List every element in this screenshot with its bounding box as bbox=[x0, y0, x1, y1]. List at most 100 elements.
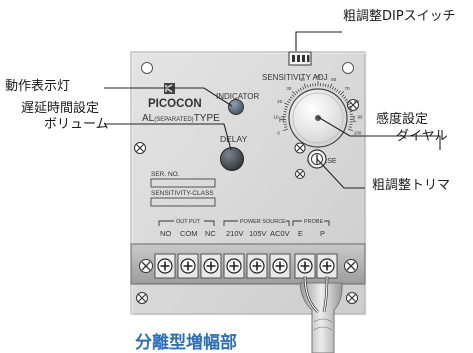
dial-scale-label: 30 bbox=[286, 86, 292, 91]
screw-icon bbox=[294, 142, 306, 154]
type-text: AL(SEPARATED)TYPE bbox=[142, 113, 220, 124]
dial-tick bbox=[339, 91, 344, 96]
dial-tick bbox=[283, 128, 289, 131]
dial-tick bbox=[347, 128, 353, 131]
dial-tick bbox=[348, 108, 352, 110]
dial-scale-label: 0 bbox=[277, 130, 280, 135]
group-power-text: POWER SOURCE bbox=[240, 219, 286, 225]
dial-scale-label: 100 bbox=[354, 130, 362, 135]
dial-scale-label: 50 bbox=[315, 74, 321, 79]
dial-scale-label: 90 bbox=[357, 115, 363, 120]
dial-scale-label: 40 bbox=[300, 77, 306, 82]
terminal-screw-2[interactable] bbox=[177, 253, 199, 279]
dial-tick bbox=[336, 89, 339, 93]
dial-tick bbox=[302, 86, 305, 90]
sensitivity-adj-text: SENSITIVITY ADJ bbox=[262, 73, 328, 82]
dial-tick bbox=[303, 83, 307, 89]
sensitivity-dial[interactable]: 0 10 20 30 40 50 60 70 80 90 100 H L bbox=[274, 74, 363, 148]
dial-tick bbox=[341, 94, 345, 98]
screw-icon bbox=[139, 259, 153, 273]
dial-tick bbox=[295, 90, 298, 94]
dial-tick bbox=[345, 101, 349, 104]
terminal-screw-8[interactable] bbox=[316, 253, 338, 279]
callout-dip-switch: 粗調整DIPスイッチ bbox=[343, 9, 456, 24]
terminal-label-nc: NC bbox=[205, 229, 216, 238]
terminal-label-p: P bbox=[320, 229, 325, 238]
terminal-screw-7[interactable] bbox=[294, 253, 316, 279]
dial-tick bbox=[284, 108, 288, 110]
screw-icon bbox=[344, 259, 358, 273]
callout-sensitivity-dial-1: 感度設定 bbox=[376, 112, 429, 127]
group-output-text: OUT PUT bbox=[176, 219, 201, 225]
sensitivity-class-plate bbox=[150, 197, 216, 207]
dial-tick bbox=[348, 105, 352, 108]
dial-tick bbox=[287, 101, 291, 104]
dip-switch[interactable] bbox=[288, 51, 312, 66]
dial-tick bbox=[347, 102, 352, 106]
dial-l-label: L bbox=[353, 117, 357, 124]
delay-knob[interactable] bbox=[220, 147, 244, 171]
dial-tick bbox=[329, 83, 333, 89]
dial-tick bbox=[349, 123, 353, 126]
dial-tick bbox=[299, 87, 302, 91]
dial-tick bbox=[338, 90, 341, 94]
dial-tick bbox=[283, 123, 287, 126]
terminal-screw-5[interactable] bbox=[246, 253, 268, 279]
dial-scale-label: 80 bbox=[354, 99, 360, 104]
dial-tick bbox=[284, 105, 288, 108]
ser-no-plate bbox=[150, 178, 216, 188]
callout-lines bbox=[104, 31, 441, 189]
terminal-screw-3[interactable] bbox=[200, 253, 222, 279]
terminal-label-210v: 210V bbox=[226, 229, 244, 238]
dial-tick bbox=[297, 89, 300, 93]
dial-tick bbox=[284, 126, 288, 128]
delay-text: DELAY bbox=[220, 134, 248, 144]
dial-tick bbox=[331, 86, 334, 90]
dial-scale-label: 20 bbox=[277, 99, 283, 104]
terminal-label-105v: 105V bbox=[249, 229, 267, 238]
dial-tick bbox=[348, 126, 352, 128]
dial-tick bbox=[344, 98, 348, 101]
indicator-lamp bbox=[228, 99, 244, 115]
screw-icon bbox=[295, 169, 305, 179]
dial-scale-label: 60 bbox=[331, 77, 337, 82]
terminal-screw-4[interactable] bbox=[223, 253, 245, 279]
screw-icon bbox=[134, 142, 146, 154]
dial-tick bbox=[288, 98, 292, 101]
screw-icon bbox=[347, 99, 359, 111]
diagram-caption: 分離型増幅部 bbox=[135, 333, 237, 353]
dial-scale-label: 70 bbox=[345, 86, 351, 91]
screw-icon bbox=[346, 292, 358, 304]
callout-coarse-trimmer: 粗調整トリマ bbox=[372, 178, 451, 193]
dial-tick bbox=[334, 87, 337, 91]
callout-indicator-lamp: 動作表示灯 bbox=[5, 79, 71, 94]
dial-tick bbox=[324, 83, 327, 87]
indicator-text: INDICATOR bbox=[216, 92, 259, 101]
terminal-screw-6[interactable] bbox=[269, 253, 291, 279]
terminal-screw-1[interactable] bbox=[154, 253, 176, 279]
mount-hole-icon bbox=[342, 62, 354, 74]
dial-tick bbox=[291, 94, 295, 98]
ser-no-text: SER. NO. bbox=[151, 171, 180, 178]
dial-h-label: H bbox=[279, 117, 284, 124]
dial-tick bbox=[343, 96, 347, 99]
dial-tick bbox=[349, 111, 353, 113]
dial-tick bbox=[307, 84, 309, 88]
callout-sensitivity-dial-2: ダイヤル bbox=[396, 129, 448, 144]
terminal-label-e: E bbox=[298, 229, 303, 238]
dial-tick bbox=[289, 96, 293, 99]
sensitivity-class-text: SENSITIVITY-CLASS bbox=[151, 190, 214, 197]
terminal-label-ac0v: AC0V bbox=[270, 229, 290, 238]
dial-scale: 0 10 20 30 40 50 60 70 80 90 100 bbox=[274, 74, 363, 135]
brand-text: PICOCON bbox=[148, 98, 202, 110]
callout-delay-volume-1: 遅延時間設定 bbox=[21, 101, 100, 116]
terminal-label-no: NO bbox=[160, 229, 171, 238]
dial-tick bbox=[284, 102, 289, 106]
group-probe-text: PROBE bbox=[304, 219, 324, 225]
dial-tick bbox=[292, 91, 297, 96]
mount-hole-icon bbox=[141, 62, 153, 74]
terminal-label-com: COM bbox=[180, 229, 198, 238]
dial-scale-label: 10 bbox=[274, 115, 280, 120]
dial-tick bbox=[327, 84, 329, 88]
